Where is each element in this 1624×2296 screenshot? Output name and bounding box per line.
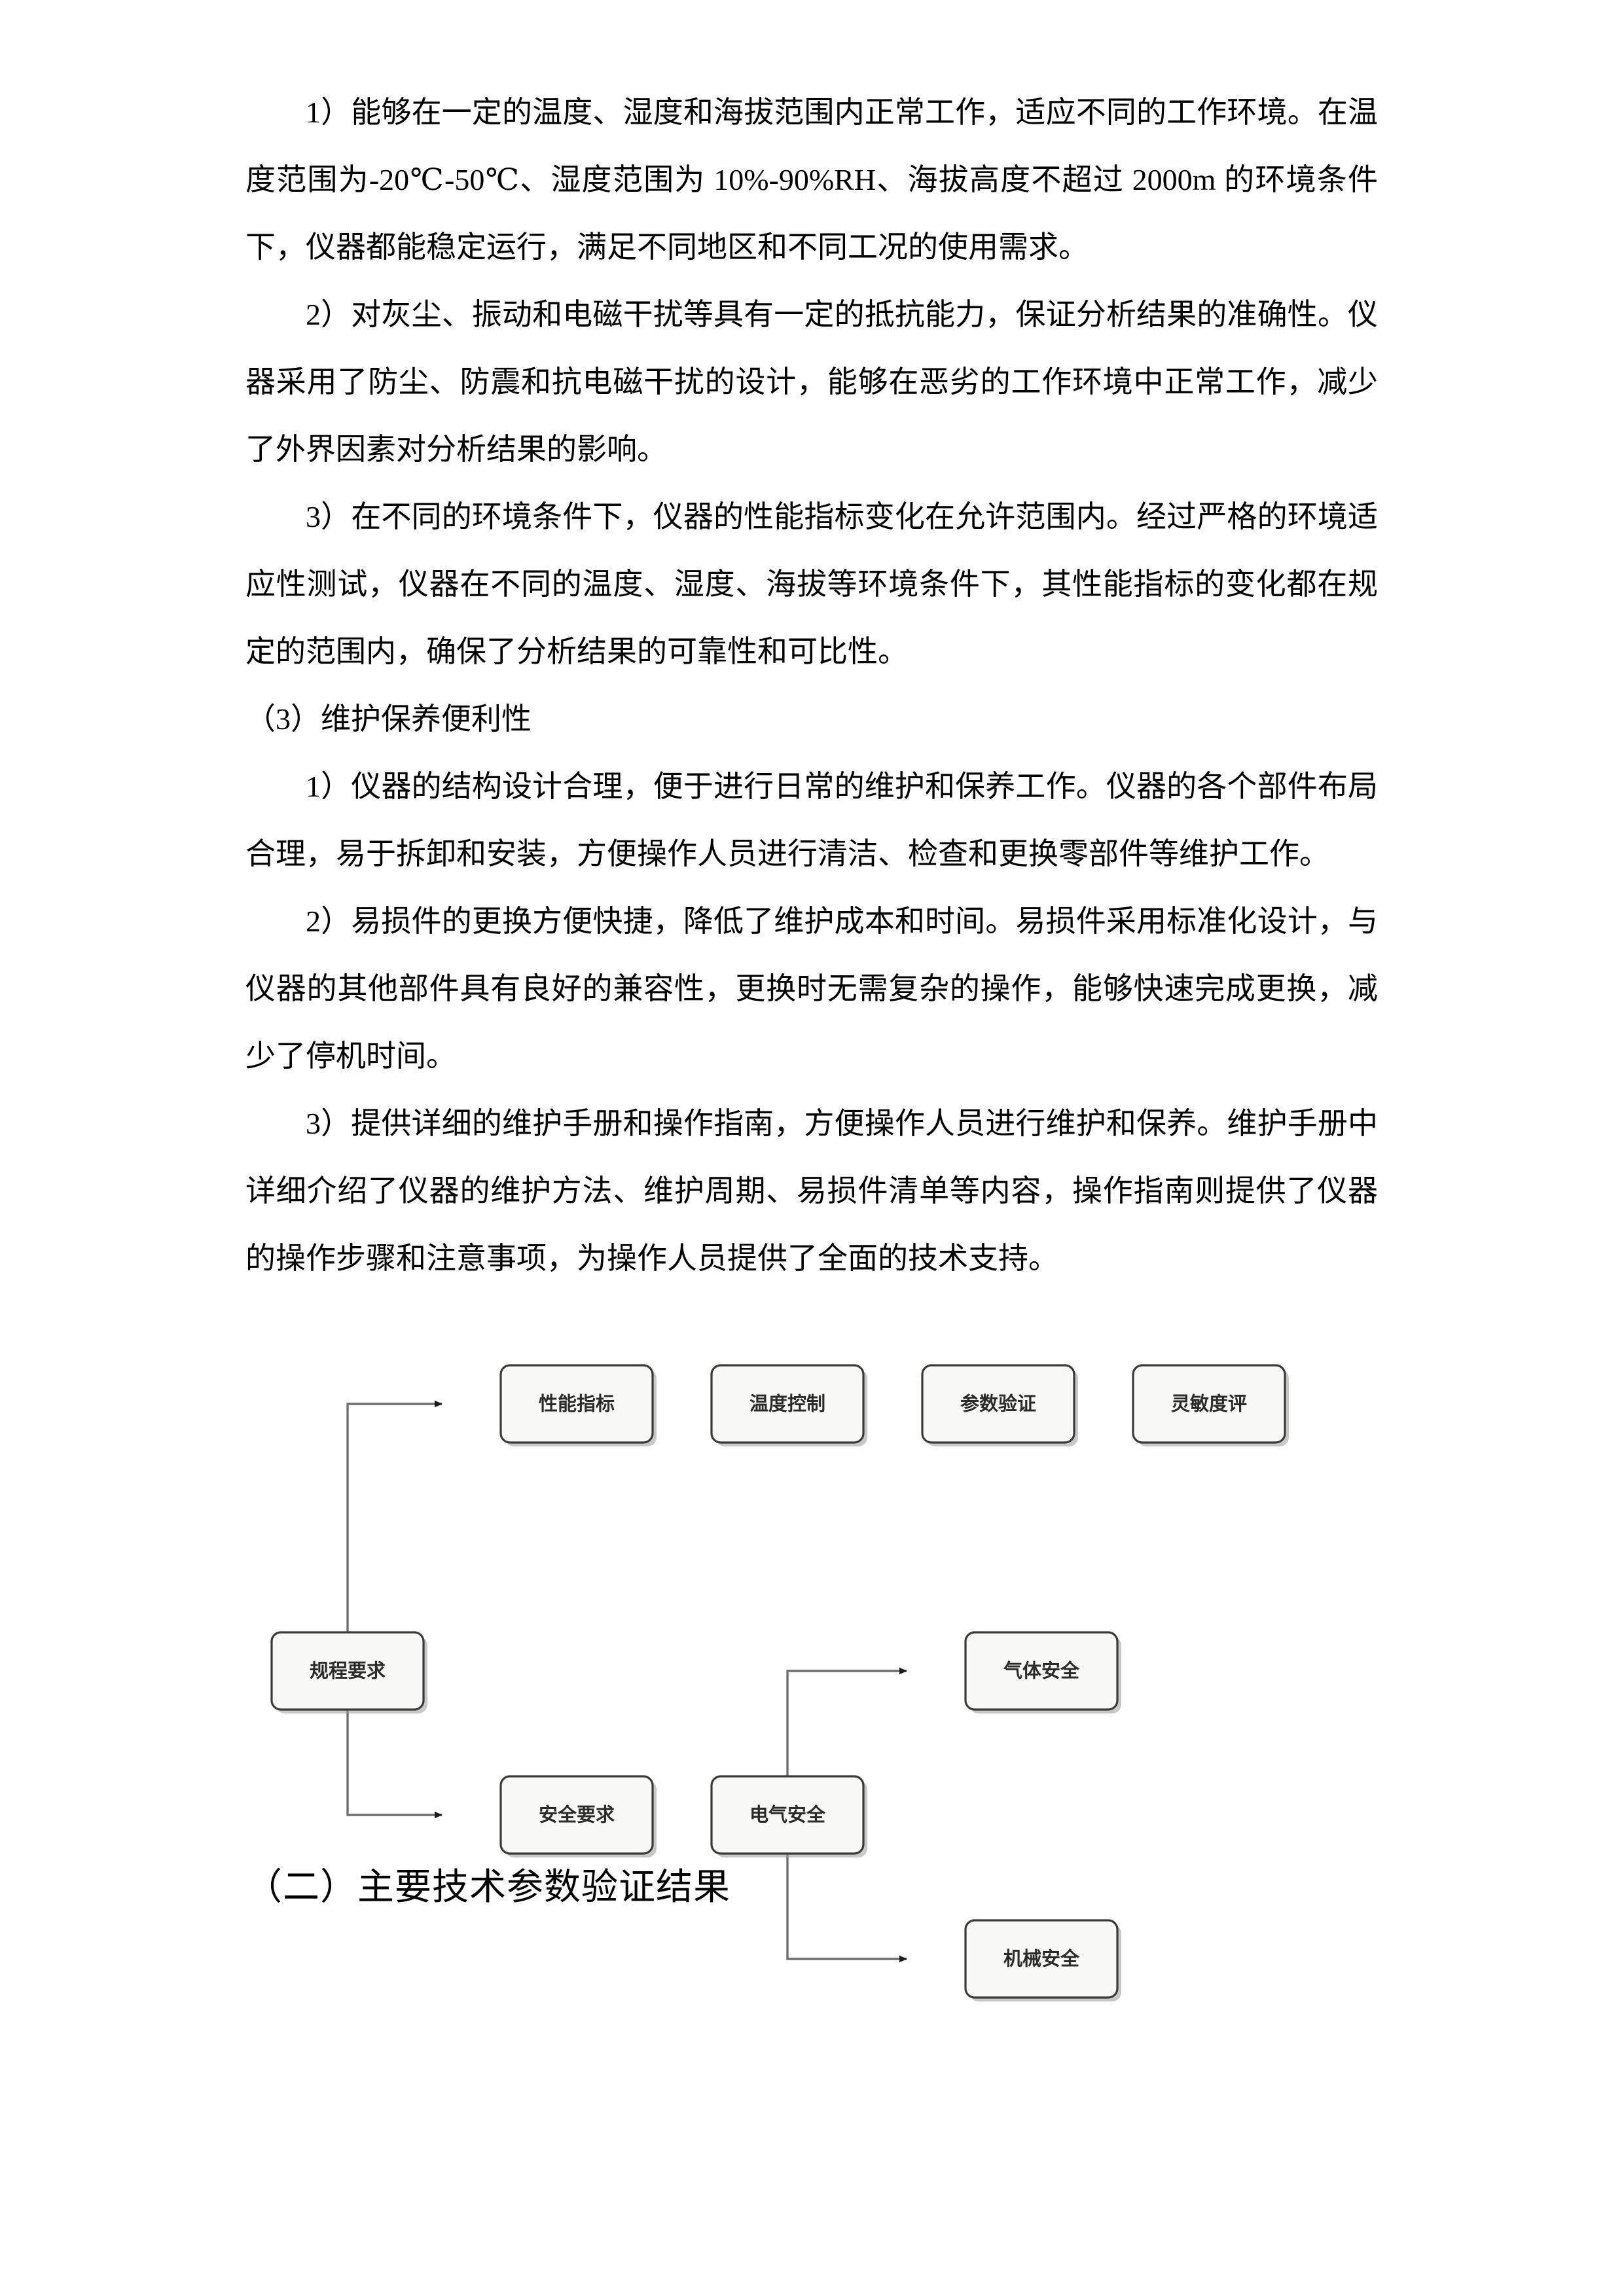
node-regulation-requirement [270, 1631, 425, 1711]
page-title-verification-results: （二）主要技术参数验证结果 [245, 1867, 731, 1908]
node-parameter-verification [921, 1364, 1075, 1444]
node-safety-requirement [499, 1775, 654, 1855]
edge-spec-to-perf [346, 1400, 442, 1632]
section-heading-maintenance: （3）维护保养便利性 [245, 702, 532, 736]
node-electrical-safety [710, 1775, 865, 1855]
paragraph-env-2: 2）对灰尘、振动和电磁干扰等具有一定的抵抗能力，保证分析结果的准确性。仪器采用了… [245, 298, 1378, 466]
node-sensitivity-evaluation [1132, 1364, 1286, 1444]
node-label-parameter-verification: 参数验证 [960, 1393, 1036, 1415]
node-performance-index [499, 1364, 654, 1444]
page-content: 1）能够在一定的温度、湿度和海拔范围内正常工作，适应不同的工作环境。在温度范围为… [245, 79, 1378, 2001]
flowchart-svg: 性能指标 温度控制 参数验证 灵敏度评 规程要求 [270, 1364, 1289, 2001]
node-label-sensitivity-evaluation: 灵敏度评 [1171, 1393, 1247, 1415]
paragraph-env-1: 1）能够在一定的温度、湿度和海拔范围内正常工作，适应不同的工作环境。在温度范围为… [245, 96, 1378, 264]
node-label-gas-safety: 气体安全 [1003, 1660, 1080, 1682]
node-label-safety-requirement: 安全要求 [539, 1804, 615, 1826]
node-mechanical-safety [964, 1919, 1119, 1999]
edge-spec-to-safety [346, 1710, 442, 1819]
paragraph-maint-1: 1）仪器的结构设计合理，便于进行日常的维护和保养工作。仪器的各个部件布局合理，易… [245, 770, 1378, 870]
node-label-temperature-control: 温度控制 [749, 1393, 825, 1415]
node-label-regulation-requirement: 规程要求 [310, 1660, 386, 1682]
paragraph-env-3: 3）在不同的环境条件下，仪器的性能指标变化在允许范围内。经过严格的环境适应性测试… [245, 500, 1378, 668]
paragraph-maint-3: 3）提供详细的维护手册和操作指南，方便操作人员进行维护和保养。维护手册中详细介绍… [245, 1107, 1378, 1275]
node-gas-safety [964, 1631, 1119, 1711]
edge-elec-to-mech [786, 1854, 907, 1963]
node-label-electrical-safety: 电气安全 [749, 1804, 826, 1826]
paragraph-maint-2: 2）易损件的更换方便快捷，降低了维护成本和时间。易损件采用标准化设计，与仪器的其… [245, 905, 1378, 1073]
node-temperature-control [710, 1364, 865, 1444]
node-label-performance-index: 性能指标 [539, 1393, 615, 1415]
edge-elec-to-gas [786, 1667, 907, 1776]
flowchart-figure: 性能指标 温度控制 参数验证 灵敏度评 规程要求 [245, 1312, 1378, 2001]
node-label-mechanical-safety: 机械安全 [1003, 1948, 1080, 1970]
